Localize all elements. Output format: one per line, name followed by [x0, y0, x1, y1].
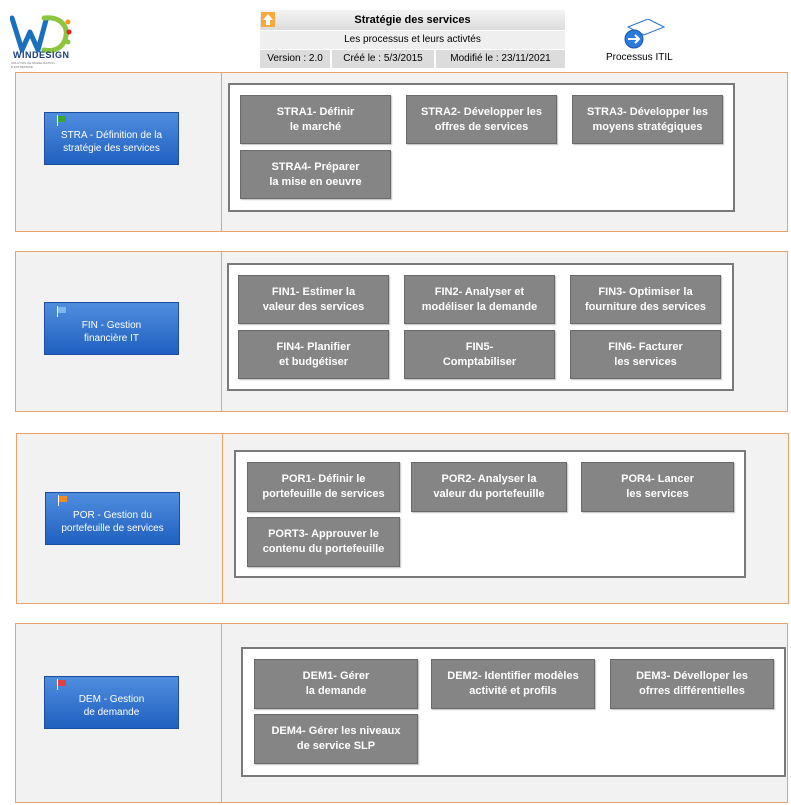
process-stra1[interactable]: STRA1- Définir le marché — [240, 95, 391, 144]
windesign-logo — [10, 15, 72, 53]
process-dem1[interactable]: DEM1- Gérer la demande — [254, 659, 418, 709]
process-fin4[interactable]: FIN4- Planifier et budgétiser — [238, 330, 389, 379]
section-divider — [222, 433, 223, 604]
process-dem2[interactable]: DEM2- Identifier modèles activité et pro… — [431, 659, 595, 709]
flag-icon — [58, 495, 67, 506]
process-dem3[interactable]: DEM3- Dévelloper les ofrres différentiel… — [610, 659, 774, 709]
section-divider — [221, 623, 222, 803]
page-title: Stratégie des services — [260, 10, 565, 30]
process-stra3[interactable]: STRA3- Développer les moyens stratégique… — [572, 95, 723, 144]
domain-label: DEM - Gestion de demande — [78, 693, 145, 718]
domain-label: FIN - Gestion financière IT — [81, 319, 142, 344]
process-fin2[interactable]: FIN2- Analyser et modéliser la demande — [404, 275, 555, 324]
process-fin5[interactable]: FIN5- Comptabiliser — [404, 330, 555, 379]
logo-brand: WINDESIGN — [13, 50, 70, 60]
domain-label: STRA - Définition de la stratégie des se… — [60, 129, 163, 154]
logo-tagline: SOLUTION DE MODELISATION D'ENTREPRISE — [11, 61, 55, 69]
up-arrow-icon[interactable] — [261, 12, 275, 27]
domain-label: POR - Gestion du portefeuille de service… — [61, 509, 164, 534]
section-divider — [221, 251, 222, 412]
process-por4[interactable]: POR4- Lancer les services — [581, 462, 734, 512]
flag-icon — [57, 115, 66, 126]
process-dem4[interactable]: DEM4- Gérer les niveaux de service SLP — [254, 714, 418, 764]
flag-icon — [57, 679, 66, 690]
domain-por[interactable]: POR - Gestion du portefeuille de service… — [45, 492, 180, 545]
created-date: Créé le : 5/3/2015 — [332, 50, 434, 68]
modified-date: Modifié le : 23/11/2021 — [436, 50, 565, 68]
process-fin1[interactable]: FIN1- Estimer la valeur des services — [238, 275, 389, 324]
process-por1[interactable]: POR1- Définir le portefeuille de service… — [247, 462, 400, 512]
process-stra2[interactable]: STRA2- Développer les offres de services — [406, 95, 557, 144]
itil-process-link[interactable]: Processus ITIL — [606, 52, 673, 63]
page-subtitle: Les processus et leurs activtés — [260, 31, 565, 49]
process-fin3[interactable]: FIN3- Optimiser la fourniture des servic… — [570, 275, 721, 324]
process-stra4[interactable]: STRA4- Préparer la mise en oeuvre — [240, 150, 391, 199]
itil-process-icon[interactable] — [614, 19, 666, 49]
process-fin6[interactable]: FIN6- Facturer les services — [570, 330, 721, 379]
domain-stra[interactable]: STRA - Définition de la stratégie des se… — [44, 112, 179, 165]
flag-icon — [57, 306, 66, 317]
process-por2[interactable]: POR2- Analyser la valeur du portefeuille — [411, 462, 567, 512]
domain-fin[interactable]: FIN - Gestion financière IT — [44, 302, 179, 355]
process-port3[interactable]: PORT3- Approuver le contenu du portefeui… — [247, 517, 400, 567]
section-divider — [221, 72, 222, 232]
version-label: Version : 2.0 — [260, 50, 330, 68]
domain-dem[interactable]: DEM - Gestion de demande — [44, 676, 179, 729]
